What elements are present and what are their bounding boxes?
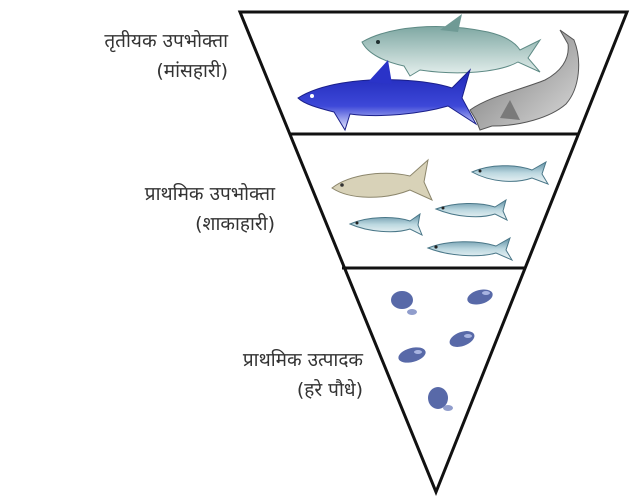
plankton-illustration-5 [428, 387, 453, 411]
plankton-illustration-1 [391, 291, 417, 315]
plankton-illustration-2 [466, 287, 495, 307]
small-fish-illustration-5 [428, 238, 512, 260]
small-fish-illustration-2 [472, 162, 548, 184]
plankton-illustration-4 [397, 345, 428, 366]
plankton-illustration-3 [447, 328, 476, 350]
small-fish-illustration-3 [350, 214, 422, 235]
small-fish-illustration-4 [436, 200, 507, 220]
small-fish-illustration-1 [332, 160, 432, 200]
